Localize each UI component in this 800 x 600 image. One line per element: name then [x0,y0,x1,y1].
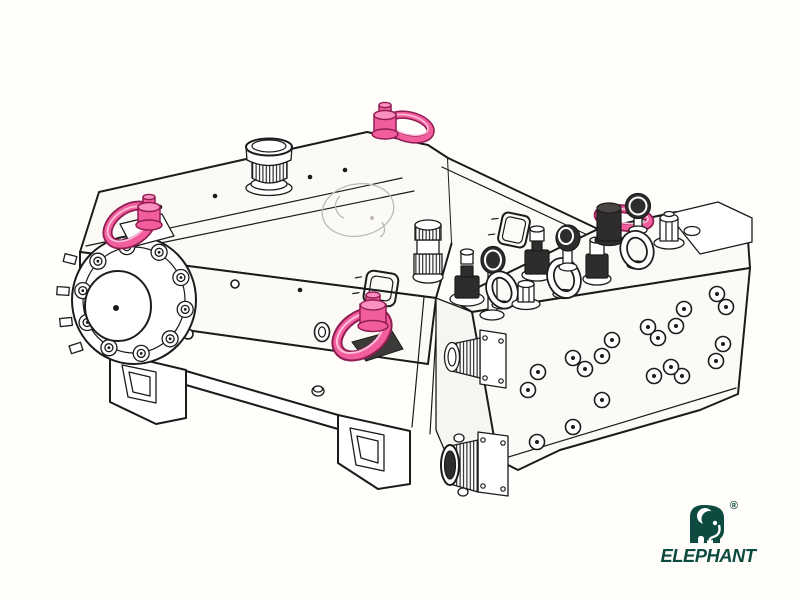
fluid-end-bolt-holes [519,285,735,451]
hex-cap-2 [653,210,685,250]
knurled-canister [412,219,444,284]
elephant-logo: ® [682,501,738,545]
valve-cap-1 [449,248,485,307]
clamp-ring-1 [485,270,519,310]
brand-logo: ® ELEPHANT [652,501,764,567]
pressure-gauge-2 [555,224,581,272]
dark-valve-cylinder [594,202,624,247]
registered-trademark: ® [729,500,738,512]
lifting-eye-1 [102,193,175,250]
skid-base [109,351,411,490]
fluid-end-top-components [412,192,685,321]
brand-name: ELEPHANT [660,546,756,566]
lifting-eye-3 [331,291,393,362]
lifting-eye-2 [371,101,435,144]
elephant-icon [690,505,724,544]
hex-bolt-1 [511,279,541,311]
clamp-ring-2 [546,257,582,300]
clamp-ring-3 [619,230,655,270]
valve-cap-2 [521,225,553,282]
breather-cap [245,137,293,197]
elephant-watermark [321,182,395,238]
wire-bracket-2 [487,211,531,249]
side-bolts [56,253,84,355]
discharge-connection [443,329,507,389]
crankshaft-end-cover [56,235,197,365]
suction-connection [440,431,509,497]
